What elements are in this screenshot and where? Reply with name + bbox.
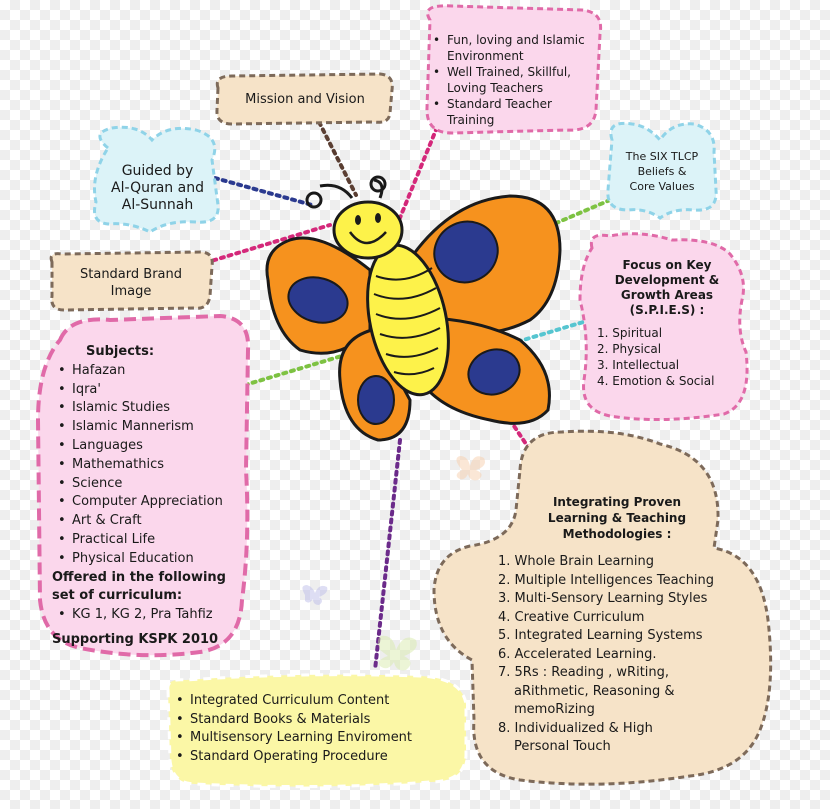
- connector-guided: [213, 176, 314, 207]
- environment-item: Standard Teacher Training: [433, 96, 598, 128]
- environment-item: Well Trained, Skillful, Loving Teachers: [433, 64, 598, 96]
- butterfly-head: [332, 200, 404, 260]
- tlcp-label: The SIX TLCP Beliefs & Core Values: [625, 150, 699, 193]
- guided-box: [93, 125, 220, 234]
- butterfly-eye: [355, 215, 361, 225]
- subject-item: Hafazan: [58, 362, 242, 381]
- method-item: 3. Multi-Sensory Learning Styles: [498, 591, 708, 606]
- methods-panel: Integrating Proven Learning & Teaching M…: [492, 494, 754, 757]
- method-item: aRithmetic, Reasoning &: [514, 683, 675, 699]
- method-item: 7. 5Rs : Reading , wRiting,: [498, 665, 670, 680]
- subject-item: Art & Craft: [58, 512, 242, 531]
- subject-item: Science: [58, 475, 242, 494]
- supporting-label: Supporting KSPK 2010: [52, 631, 219, 647]
- environment-list: Fun, loving and Islamic Environment Well…: [433, 32, 598, 128]
- wing-spot: [357, 375, 395, 425]
- subject-item: Mathemathics: [58, 456, 242, 475]
- antenna-left-tip: [305, 191, 323, 209]
- subject-item: Computer Appreciation: [58, 493, 242, 512]
- spies-title: Focus on Key Development & Growth Areas …: [614, 258, 720, 317]
- connector-environment: [393, 118, 442, 232]
- wing-spot: [467, 348, 521, 396]
- method-item: 8. Individualized & High: [498, 720, 653, 736]
- curriculum-list: Integrated Curriculum Content Standard B…: [176, 692, 462, 766]
- method-item: 5. Integrated Learning Systems: [498, 628, 703, 643]
- spies-box: [578, 232, 749, 422]
- curriculum-item: Standard Operating Procedure: [176, 748, 462, 767]
- subjects-title: Subjects:: [86, 344, 155, 359]
- methods-list: 1. Whole Brain Learning 2. Multiple Inte…: [492, 553, 754, 757]
- subject-item: Practical Life: [58, 531, 242, 550]
- butterfly-smile: [348, 231, 387, 245]
- subjects-panel: Subjects: Hafazan Iqra' Islamic Studies …: [52, 343, 242, 650]
- subjects-list: Hafazan Iqra' Islamic Studies Islamic Ma…: [52, 362, 242, 569]
- subject-item: Iqra': [58, 381, 242, 400]
- method-item: Personal Touch: [514, 739, 611, 754]
- spies-item: 3. Intellectual: [597, 358, 680, 372]
- spies-panel: Focus on Key Development & Growth Areas …: [597, 258, 737, 389]
- connector-curriculum: [373, 438, 402, 672]
- subject-item: Physical Education: [58, 550, 242, 569]
- subject-item: Islamic Studies: [58, 399, 242, 418]
- offered-title: Offered in the following set of curricul…: [52, 569, 226, 604]
- wing-spot: [433, 220, 499, 284]
- curriculum-item: Standard Books & Materials: [176, 711, 462, 730]
- wing-spot: [287, 276, 349, 324]
- spies-item: 4. Emotion & Social: [597, 374, 715, 388]
- subject-item: Islamic Mannerism: [58, 418, 242, 437]
- guided-label: Guided by Al-Quran and Al-Sunnah: [111, 163, 204, 213]
- method-item: memoRizing: [514, 702, 595, 717]
- methods-title: Integrating Proven Learning & Teaching M…: [547, 495, 687, 541]
- offered-list: KG 1, KG 2, Pra Tahfiz: [52, 606, 242, 625]
- small-butterfly-purple: [302, 585, 328, 605]
- spies-items: 1. Spiritual 2. Physical 3. Intellectual…: [597, 325, 737, 389]
- environment-item: Fun, loving and Islamic Environment: [433, 32, 598, 64]
- antenna-right-tip: [369, 175, 387, 193]
- tlcp-box: [606, 121, 718, 220]
- butterfly-eye: [375, 213, 381, 223]
- method-item: 6. Accelerated Learning.: [498, 646, 657, 662]
- method-item: 4. Creative Curriculum: [498, 609, 645, 625]
- connector-subjects: [243, 353, 347, 387]
- spies-item: 1. Spiritual: [597, 326, 663, 340]
- brand-label: Standard Brand Image: [80, 267, 182, 299]
- mission-box: [215, 72, 394, 126]
- methods-box: [432, 429, 773, 786]
- curriculum-item: Integrated Curriculum Content: [176, 692, 462, 711]
- curriculum-item: Multisensory Learning Enviroment: [176, 729, 462, 748]
- mission-label: Mission and Vision: [245, 92, 365, 107]
- body-stripes: [373, 267, 441, 376]
- small-butterfly-green: [378, 635, 417, 671]
- decorative-butterflies: [302, 456, 485, 671]
- method-item: 2. Multiple Intelligences Teaching: [498, 572, 715, 588]
- offered-item: KG 1, KG 2, Pra Tahfiz: [58, 606, 242, 625]
- antenna-right: [373, 178, 384, 199]
- butterfly-illustration: [265, 175, 562, 442]
- small-butterfly-peach: [456, 456, 485, 481]
- spies-item: 2. Physical: [597, 342, 662, 356]
- antenna-left: [319, 183, 354, 199]
- method-item: 1. Whole Brain Learning: [498, 554, 654, 569]
- brand-box: [49, 250, 214, 312]
- subject-item: Languages: [58, 437, 242, 456]
